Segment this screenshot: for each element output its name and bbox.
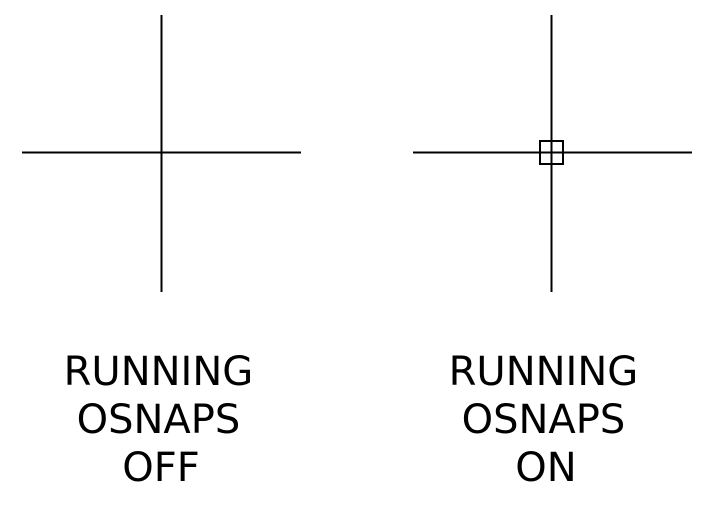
crosshair-cursor (413, 15, 692, 292)
panel-caption: RUNNING OSNAPS OFF (64, 349, 259, 491)
caption-line-2: OSNAPS (77, 397, 241, 443)
caption-line-1: RUNNING (449, 349, 639, 395)
panel-osnaps-on: RUNNING OSNAPS ON (413, 15, 692, 491)
panel-caption: RUNNING OSNAPS ON (449, 349, 644, 491)
crosshair-cursor (22, 15, 301, 292)
caption-line-3: OFF (122, 445, 200, 491)
panel-osnaps-off: RUNNING OSNAPS OFF (22, 15, 301, 491)
caption-line-2: OSNAPS (462, 397, 626, 443)
caption-line-1: RUNNING (64, 349, 254, 395)
caption-line-3: ON (515, 445, 576, 491)
osnap-aperture-box-icon (539, 140, 564, 165)
